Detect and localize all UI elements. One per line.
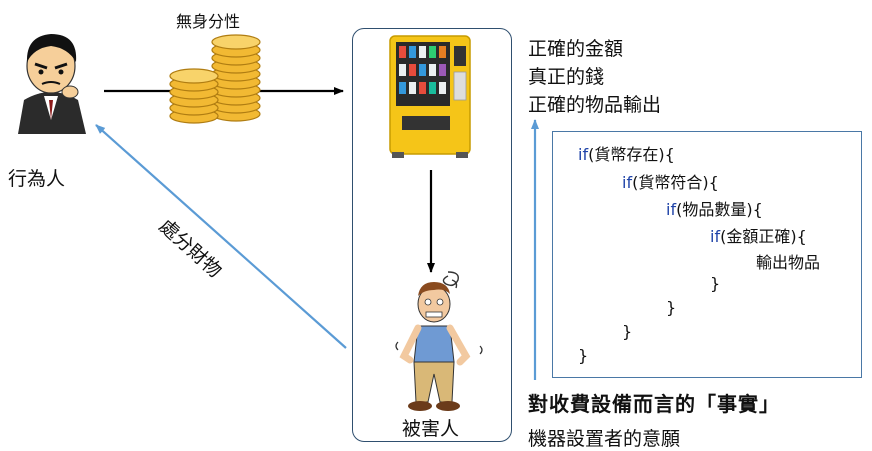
- code-text: (金額正確){: [720, 227, 807, 246]
- code-keyword: if: [622, 173, 633, 192]
- code-line-2: if(貨幣符合){: [622, 169, 719, 193]
- vending-machine-icon: [388, 34, 472, 160]
- code-line-5: 輸出物品: [756, 253, 821, 272]
- code-keyword: if: [578, 145, 589, 164]
- fact-item-output: 正確的物品輸出: [528, 94, 662, 116]
- thief-man-icon: [8, 22, 94, 142]
- facts-subtitle: 機器設置者的意願: [528, 428, 681, 450]
- code-close-2: }: [622, 322, 633, 341]
- actor-label: 行為人: [8, 168, 66, 190]
- fact-item-amount: 正確的金額: [528, 38, 624, 60]
- code-line-1: if(貨幣存在){: [578, 141, 675, 165]
- code-text: (物品數量){: [676, 200, 763, 219]
- code-text: (貨幣符合){: [632, 173, 719, 192]
- gold-coins-icon: [164, 30, 264, 126]
- code-close-4: }: [710, 274, 721, 293]
- facts-heading: 對收費設備而言的「事實」: [528, 392, 780, 416]
- code-keyword: if: [666, 200, 677, 219]
- code-line-4: if(金額正確){: [710, 223, 807, 247]
- confused-man-icon: [390, 270, 494, 416]
- code-box: [552, 131, 862, 378]
- code-close-3: }: [666, 298, 677, 317]
- fact-item-money: 真正的錢: [528, 66, 605, 88]
- machine-victim-panel: [352, 28, 512, 442]
- coins-label: 無身分性: [176, 12, 241, 31]
- victim-label: 被害人: [402, 418, 460, 440]
- code-line-3: if(物品數量){: [666, 196, 763, 220]
- arrow-victim-to-actor: [95, 124, 347, 349]
- code-close-1: }: [578, 346, 589, 365]
- code-keyword: if: [710, 227, 721, 246]
- code-text: (貨幣存在){: [588, 145, 675, 164]
